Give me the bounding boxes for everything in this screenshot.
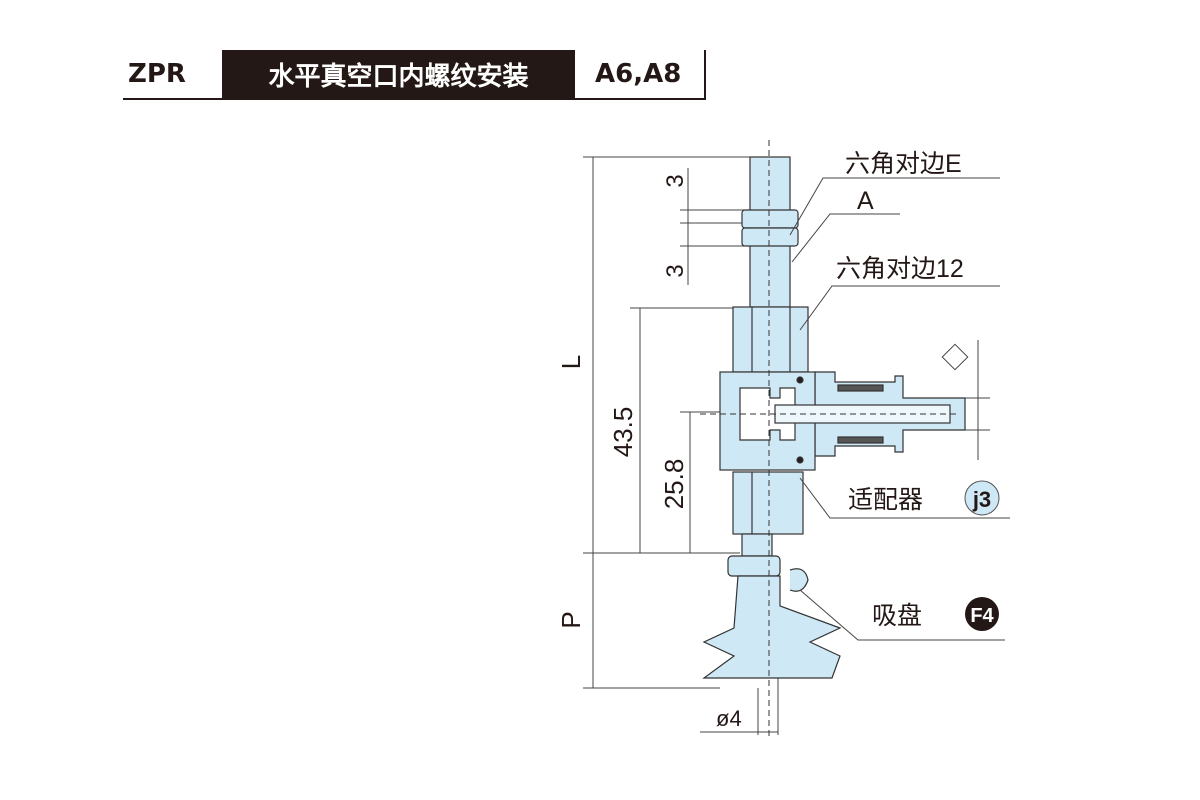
neck [741, 533, 773, 557]
pad-collar [727, 555, 781, 577]
dim-thread-bottom: 3 [662, 264, 689, 277]
series-code: ZPR [128, 59, 186, 89]
center-lines [700, 140, 960, 740]
label-pad: 吸盘 [872, 602, 922, 630]
dim-l: L [556, 355, 586, 369]
model-list: A6,A8 [595, 59, 682, 89]
pad-badge: F4 [970, 605, 994, 627]
label-hex-e: 六角对边E [845, 150, 962, 178]
leader-lines [789, 177, 1010, 641]
hex-nut-upper [741, 209, 799, 229]
dim-diameter: ø4 [716, 706, 742, 731]
dim-p: P [556, 611, 586, 628]
adapter-badge: j3 [972, 487, 991, 512]
dim-25-8: 25.8 [659, 459, 689, 510]
hex-body-12 [732, 306, 809, 373]
section-title: 水平真空口内螺纹安装 [222, 50, 575, 98]
hex-body-lower [732, 471, 804, 535]
label-a: A [857, 187, 874, 215]
header-divider [704, 50, 706, 100]
part-body [702, 156, 966, 679]
dim-thread-top: 3 [662, 174, 689, 187]
adapter-badge-circle [964, 480, 1000, 516]
header-underline [123, 98, 706, 100]
hex-nut-lower [741, 227, 799, 247]
label-hex-12: 六角对边12 [836, 255, 964, 283]
pad-badge-circle [965, 597, 999, 631]
label-adapter: 适配器 [848, 486, 923, 514]
diamond-symbol [941, 343, 969, 371]
suction-pad [702, 575, 842, 679]
dim-43-5: 43.5 [608, 407, 638, 458]
